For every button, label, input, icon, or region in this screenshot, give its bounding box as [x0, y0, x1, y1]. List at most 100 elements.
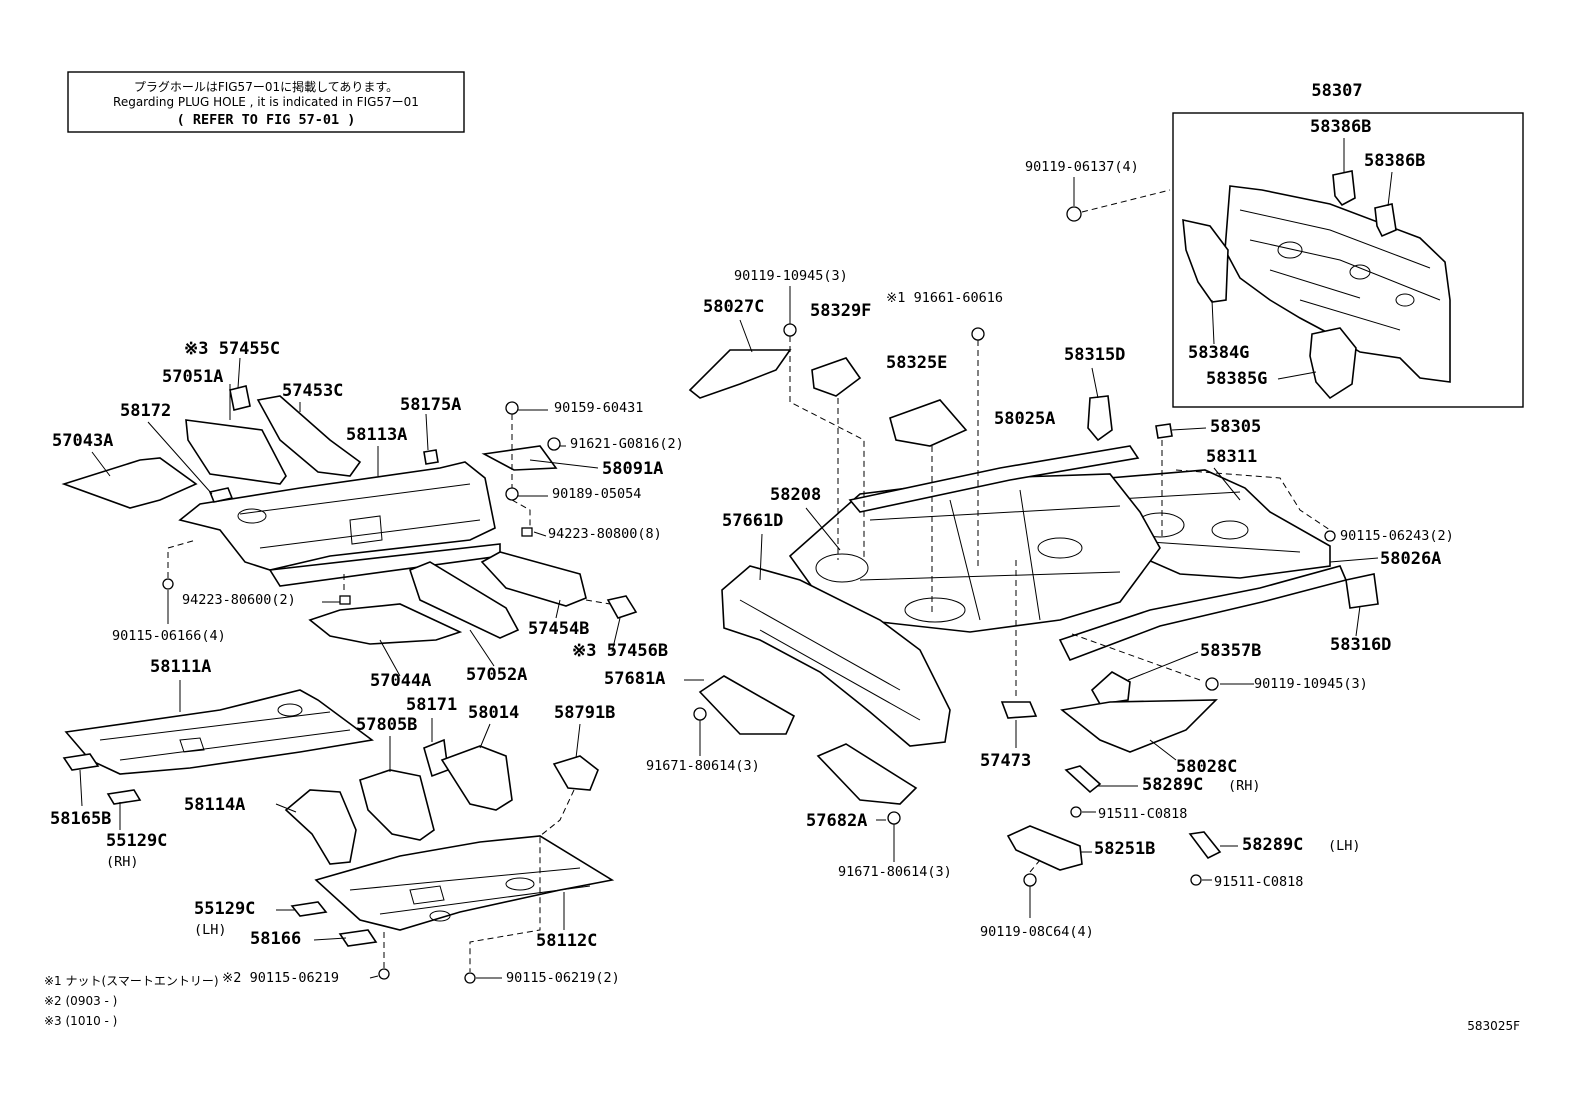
- bracket-58386B-right: [1374, 203, 1397, 238]
- bracket-58091A: [481, 445, 558, 471]
- label-58166: 58166: [250, 929, 301, 949]
- bolt-91511-C0818-b: [1190, 874, 1202, 886]
- bolt-90119-10945-a: [783, 323, 797, 337]
- label-58325E: 58325E: [886, 353, 947, 373]
- bolt-90115-06219-b: [464, 972, 476, 984]
- member-58251B: [1006, 825, 1083, 871]
- bracket-58027C: [688, 349, 792, 399]
- label-lh-b: (LH): [194, 922, 227, 938]
- pad-58166: [338, 929, 378, 947]
- member-57454B: [480, 551, 587, 607]
- label-57455C: ※3 57455C: [184, 339, 280, 359]
- bolt-90119-06137: [1066, 189, 1171, 222]
- member-57052A: [409, 561, 520, 639]
- nut-94223-80800: [521, 527, 533, 537]
- label-91511-C0818-a: 91511-C0818: [1098, 806, 1187, 822]
- seal-58325E: [889, 399, 968, 447]
- footnote-3: ※3 (1010 - ): [44, 1014, 117, 1028]
- label-58315D: 58315D: [1064, 345, 1125, 365]
- bracket-58171: [423, 738, 449, 778]
- bolt-90119-10945-b: [1205, 677, 1219, 691]
- floor-tunnel-58113A: [178, 461, 501, 587]
- bolt-90115-06166: [162, 578, 174, 590]
- label-91661-60616: ※1 91661-60616: [886, 290, 1003, 306]
- bracket-58316D: [1345, 573, 1379, 609]
- label-90119-10945-a: 90119-10945(3): [734, 268, 848, 284]
- label-58357B: 58357B: [1200, 641, 1261, 661]
- side-member-58025A: [848, 445, 1140, 513]
- pad-55129C-rh: [106, 789, 142, 805]
- label-lh-a: (LH): [1328, 838, 1361, 854]
- label-57473: 57473: [980, 751, 1031, 771]
- diagram-code: 583025F: [1467, 1019, 1520, 1033]
- bolt-91621-G0816: [547, 437, 561, 451]
- bracket-58385G: [1309, 327, 1357, 400]
- label-58385G: 58385G: [1206, 369, 1267, 389]
- bracket-58791B: [552, 755, 599, 791]
- label-90119-06137: 90119-06137(4): [1025, 159, 1139, 175]
- label-57456B: ※3 57456B: [572, 641, 668, 661]
- member-58114A: [284, 789, 357, 865]
- floor-pan-58111A: [64, 689, 374, 775]
- label-90119-10945-b: 90119-10945(3): [1254, 676, 1368, 692]
- label-58171: 58171: [406, 695, 457, 715]
- bolt-91671-80614-b: [887, 811, 901, 825]
- label-58026A: 58026A: [1380, 549, 1441, 569]
- label-58027C: 58027C: [703, 297, 764, 317]
- bracket-58289C-lh: [1188, 831, 1222, 860]
- bracket-57456B: [606, 595, 638, 619]
- label-58111A: 58111A: [150, 657, 211, 677]
- label-90115-06219-b: 90115-06219(2): [506, 970, 620, 986]
- label-58307: 58307: [1311, 81, 1362, 101]
- label-58113A: 58113A: [346, 425, 407, 445]
- label-57682A: 57682A: [806, 811, 867, 831]
- label-90115-06243: 90115-06243(2): [1340, 528, 1454, 544]
- label-58386B-b: 58386B: [1364, 151, 1425, 171]
- label-58028C: 58028C: [1176, 757, 1237, 777]
- label-55129C-rh: 55129C: [106, 831, 167, 851]
- nut-91661-60616: [971, 327, 985, 341]
- bracket-58386B-left: [1332, 170, 1356, 207]
- label-57661D: 57661D: [722, 511, 783, 531]
- bolt-90115-06243: [1324, 530, 1336, 542]
- bolt-90119-08C64: [1023, 873, 1037, 887]
- pad-58165B: [62, 753, 100, 771]
- label-91621-G0816: 91621-G0816(2): [570, 436, 684, 452]
- label-58014: 58014: [468, 703, 519, 723]
- support-57681A: [698, 675, 796, 735]
- bolt-90115-06219-a: [378, 968, 390, 980]
- reinforcement-58357B: [1090, 671, 1131, 705]
- label-94223-80800: 94223-80800(8): [548, 526, 662, 542]
- notice-line-2: Regarding PLUG HOLE , it is indicated in…: [113, 95, 419, 109]
- label-57454B: 57454B: [528, 619, 589, 639]
- label-58289C-rh: 58289C: [1142, 775, 1203, 795]
- label-58305: 58305: [1210, 417, 1261, 437]
- bolt-91511-C0818-a: [1070, 806, 1082, 818]
- pad-55129C-lh: [290, 901, 328, 917]
- bracket-57455C: [229, 385, 251, 411]
- notice-box: プラグホールはFIG57ー01に掲載してあります。 Regarding PLUG…: [67, 71, 465, 133]
- bracket-58172: [208, 487, 234, 503]
- label-58091A: 58091A: [602, 459, 663, 479]
- label-55129C-lh: 55129C: [194, 899, 255, 919]
- label-57805B: 57805B: [356, 715, 417, 735]
- notice-line-1: プラグホールはFIG57ー01に掲載してあります。: [134, 79, 398, 94]
- bracket-58289C-rh: [1064, 765, 1102, 794]
- member-58028C: [1060, 699, 1218, 753]
- label-57043A: 57043A: [52, 431, 113, 451]
- member-57453C: [256, 395, 362, 477]
- label-58165B: 58165B: [50, 809, 111, 829]
- label-58112C: 58112C: [536, 931, 597, 951]
- label-57681A: 57681A: [604, 669, 665, 689]
- label-90115-06219-a: ※2 90115-06219: [222, 970, 339, 986]
- label-90119-08C64: 90119-08C64(4): [980, 924, 1094, 940]
- dash-panel-frame: [1172, 112, 1524, 408]
- bolt-90159-60431: [505, 401, 519, 415]
- label-58316D: 58316D: [1330, 635, 1391, 655]
- label-58791B: 58791B: [554, 703, 615, 723]
- bracket-58384G: [1182, 218, 1229, 303]
- label-58329F: 58329F: [810, 301, 871, 321]
- member-57043A: [61, 457, 198, 509]
- notice-line-3: ( REFER TO FIG 57-01 ): [177, 112, 356, 128]
- label-58114A: 58114A: [184, 795, 245, 815]
